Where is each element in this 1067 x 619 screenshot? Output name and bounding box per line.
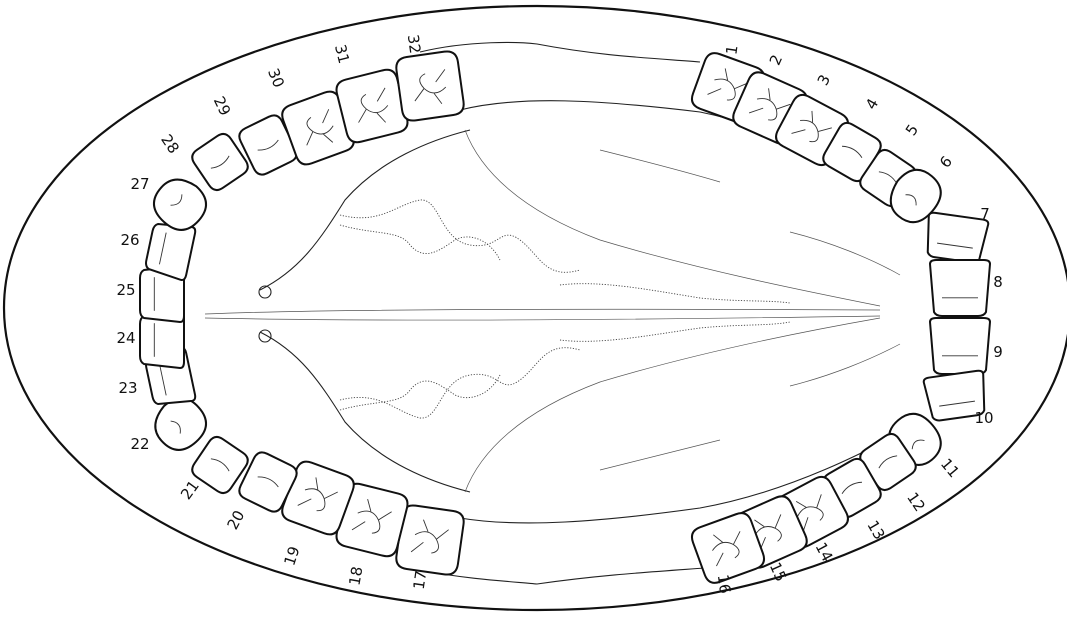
tooth-number-10: 10: [974, 409, 993, 427]
tooth-7: [923, 212, 989, 264]
tooth-number-17: 17: [410, 569, 430, 590]
tooth-number-25: 25: [116, 281, 135, 299]
tooth-9: [930, 318, 990, 374]
tooth-number-8: 8: [993, 273, 1003, 291]
tooth-number-32: 32: [404, 33, 424, 54]
tooth-number-24: 24: [116, 329, 135, 347]
tooth-number-16: 16: [714, 573, 734, 594]
tooth-number-9: 9: [993, 343, 1003, 361]
tooth-number-23: 23: [118, 379, 137, 397]
tooth-number-27: 27: [130, 175, 149, 193]
tooth-8: [930, 260, 990, 316]
tooth-8-outline: [930, 260, 990, 316]
tooth-32: [395, 50, 465, 122]
tooth-7-outline: [923, 212, 989, 264]
tooth-number-22: 22: [130, 435, 149, 453]
tooth-number-18: 18: [345, 565, 366, 587]
tooth-32-outline: [395, 50, 465, 122]
tooth-number-26: 26: [120, 231, 139, 249]
tooth-9-outline: [930, 318, 990, 374]
tooth-number-7: 7: [980, 205, 990, 223]
